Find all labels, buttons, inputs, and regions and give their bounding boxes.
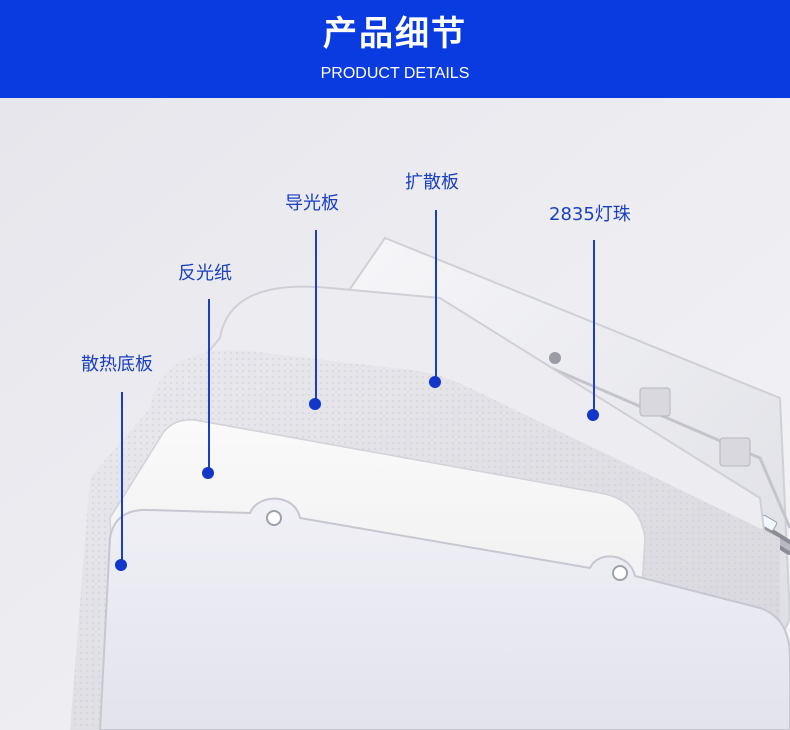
callout-led-line [593,240,595,412]
callout-led-label: 2835灯珠 [549,204,631,225]
callout-diffuser-label: 扩散板 [405,172,459,193]
callout-led-dot [587,409,599,421]
callout-light-guide-label: 导光板 [285,193,339,214]
page-subtitle: PRODUCT DETAILS [320,65,470,82]
callout-light-guide-dot [309,398,321,410]
callout-heat-sink-dot [115,559,127,571]
panel-light-illustration [0,98,790,730]
callout-reflector-dot [202,467,214,479]
product-detail-photo [0,98,790,730]
page-title: 产品细节 [323,14,467,54]
header-banner: 产品细节 PRODUCT DETAILS [0,0,790,98]
callout-light-guide-line [315,230,317,400]
callout-diffuser-dot [429,376,441,388]
callout-diffuser-line [435,210,437,378]
callout-reflector-line [208,299,210,469]
callout-heat-sink-label: 散热底板 [81,354,153,375]
callout-reflector-label: 反光纸 [178,263,232,284]
callout-heat-sink-line [121,392,123,562]
